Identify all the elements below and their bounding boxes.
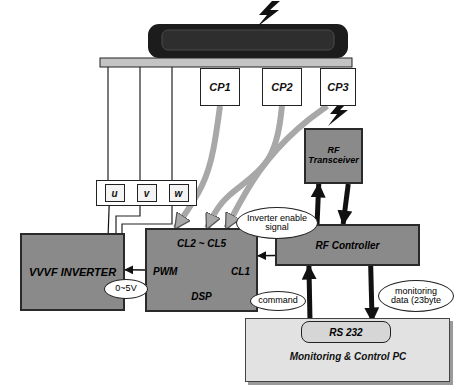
dsp-box: CL2 ~ CL5PWM CL1DSP	[145, 228, 258, 312]
signal-arrow	[258, 255, 275, 257]
serial-port-box: RS 232	[301, 321, 391, 343]
vehicle-panel	[162, 30, 334, 50]
node-label: CL1	[231, 266, 250, 277]
node-label: RF Transceiver	[306, 146, 361, 166]
node-label: PWM	[153, 266, 177, 277]
pc-box: Monitoring & Control PC RS 232	[245, 318, 450, 382]
transceiver-box: RF Transceiver	[304, 128, 363, 184]
rail	[100, 58, 352, 67]
signal-label: 0~5V	[104, 279, 148, 299]
signal-arrow	[309, 266, 310, 321]
signal-label: command	[250, 291, 306, 311]
node-label: CP2	[271, 81, 292, 93]
node-label: RF Controller	[316, 240, 380, 251]
signal-arrow	[371, 266, 372, 321]
signal-arrow	[125, 269, 145, 271]
phase-terminal-box: uvw	[96, 180, 197, 206]
inverter-box: VVVF INVERTER	[20, 233, 125, 311]
node-label: Monitoring & Control PC	[283, 351, 413, 362]
current-sensor: CP1	[200, 68, 240, 106]
power-wire	[108, 206, 110, 233]
phase-label: v	[137, 184, 157, 202]
current-sensor: CP3	[320, 68, 356, 106]
node-label: CP3	[327, 81, 348, 93]
node-label: CL2 ~ CL5	[147, 238, 256, 249]
current-sensor: CP2	[262, 68, 302, 106]
node-label: VVVF INVERTER	[29, 266, 116, 278]
phase-label: u	[105, 184, 125, 202]
node-label: CP1	[209, 81, 230, 93]
lightning-symbol	[257, 1, 280, 27]
signal-label: Inverter enable signal	[236, 207, 318, 239]
node-label: DSP	[147, 291, 256, 302]
signal-arrow	[343, 184, 348, 224]
node-label: RS 232	[329, 327, 362, 338]
phase-label: w	[169, 184, 189, 202]
signal-arrow	[317, 184, 319, 224]
vehicle-body	[148, 24, 348, 58]
signal-label: monitoring data (23byte	[378, 280, 454, 312]
power-wires	[108, 67, 172, 233]
